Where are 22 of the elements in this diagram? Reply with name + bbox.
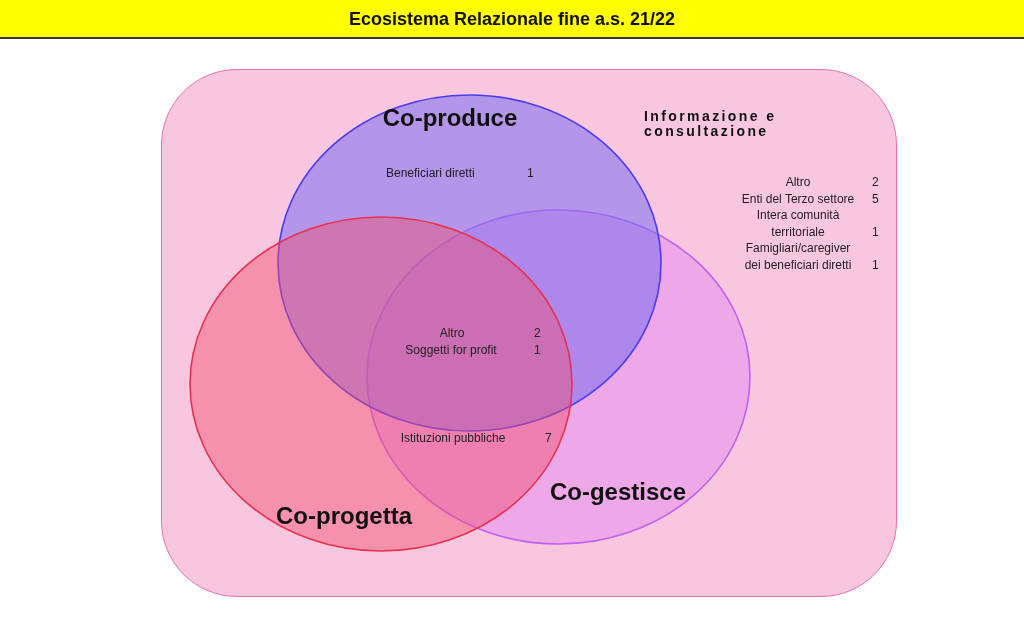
count-value: 1 — [872, 256, 879, 273]
count-value: 2 — [534, 325, 541, 342]
count-value: 1 — [872, 223, 879, 240]
set-title: Co-progetta — [276, 502, 412, 530]
set-title: Co-produce — [382, 104, 518, 132]
category-label: Enti del Terzo settore — [741, 190, 855, 207]
count-value: 7 — [545, 430, 552, 447]
count-value: 1 — [527, 165, 534, 182]
category-label: Beneficiari diretti — [386, 165, 475, 182]
count-value: 1 — [534, 342, 541, 359]
set-title: Co-gestisce — [549, 478, 686, 506]
diagram-title: Ecosistema Relazionale fine a.s. 21/22 — [348, 7, 676, 30]
category-label: Famigliari/caregiver dei beneficiari diretti — [744, 240, 852, 273]
region-heading: Informazione e consultazione — [644, 109, 778, 139]
category-label: Istituzioni pubbliche — [400, 430, 506, 447]
category-label: Altro — [785, 174, 811, 191]
category-label: Altro — [439, 325, 465, 342]
category-label: Intera comunità territoriale — [756, 207, 840, 240]
count-value: 2 — [872, 174, 879, 191]
outer-rounded-panel — [161, 69, 897, 597]
count-value: 5 — [872, 190, 879, 207]
category-label: Soggetti for profit — [405, 342, 497, 359]
